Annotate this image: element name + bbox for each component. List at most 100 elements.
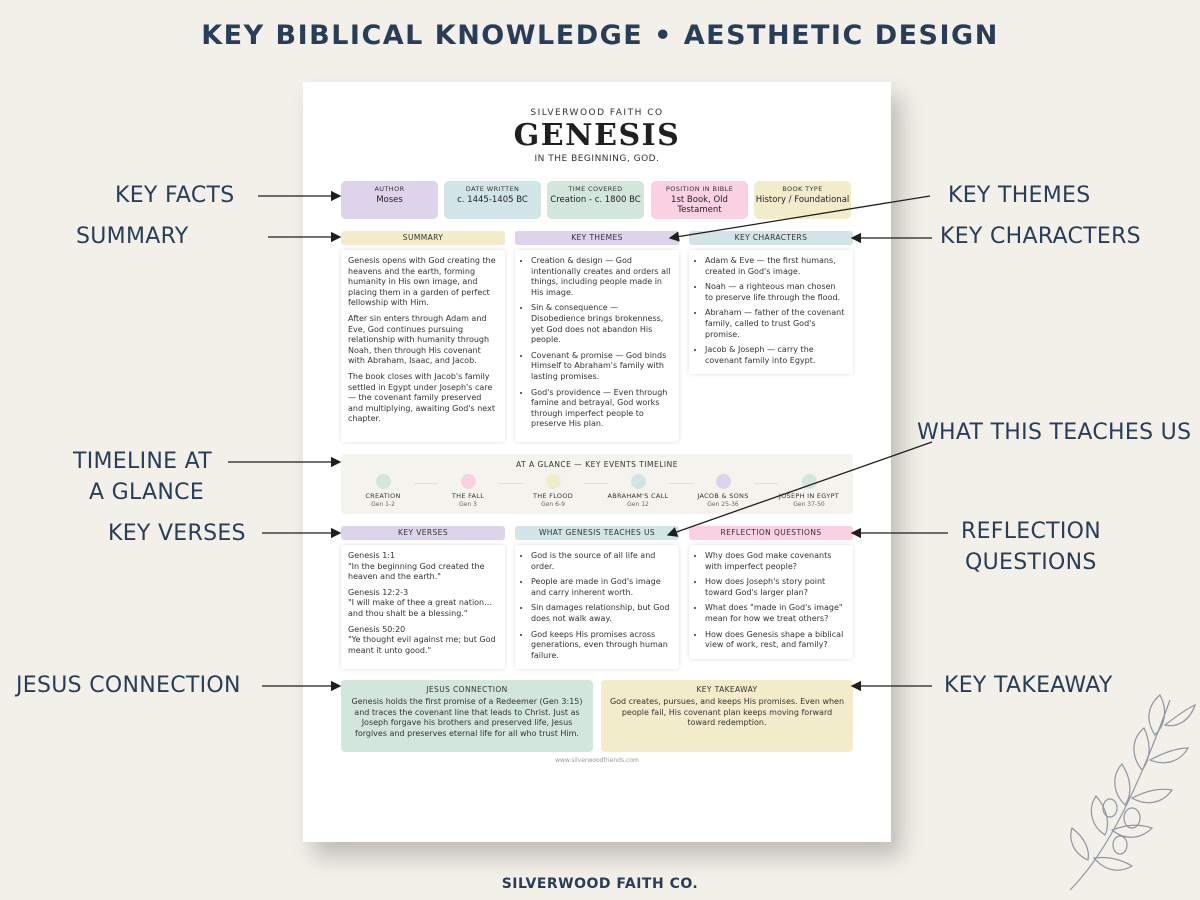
list-item: God keeps His promises across generation… — [531, 630, 672, 662]
callout-timeline-line1: TIMELINE AT — [73, 449, 212, 474]
callout-key-verses: KEY VERSES — [108, 521, 246, 546]
fact-value: c. 1445-1405 BC — [457, 195, 528, 205]
fact-value: Moses — [376, 195, 403, 205]
timeline-event: JACOB & SONS Gen 25-36 — [683, 474, 763, 508]
fact-label: POSITION IN BIBLE — [665, 185, 734, 193]
list-item: Creation & design — God intentionally cr… — [531, 256, 672, 298]
fact-book-type: BOOK TYPE History / Foundational — [754, 181, 851, 219]
timeline-event: THE FALL Gen 3 — [428, 474, 508, 508]
fact-date-written: DATE WRITTEN c. 1445-1405 BC — [444, 181, 541, 219]
summary-heading: SUMMARY — [341, 231, 505, 245]
fact-position: POSITION IN BIBLE 1st Book, Old Testamen… — [651, 181, 748, 219]
callout-what-teaches: WHAT THIS TEACHES US — [917, 420, 1192, 445]
verses-card: Genesis 1:1 "In the beginning God create… — [341, 545, 505, 669]
timeline-event: ABRAHAM'S CALL Gen 12 — [598, 474, 678, 508]
timeline: AT A GLANCE — KEY EVENTS TIMELINE CREATI… — [341, 454, 853, 514]
list-item: God is the source of all life and order. — [531, 551, 672, 572]
callout-key-facts: KEY FACTS — [115, 183, 235, 208]
list-item: Jacob & Joseph — carry the covenant fami… — [705, 345, 846, 366]
summary-paragraph: Genesis opens with God creating the heav… — [348, 256, 496, 308]
timeline-connector — [669, 483, 693, 484]
fact-value: Creation - c. 1800 BC — [550, 195, 641, 205]
timeline-event-ref: Gen 1-2 — [371, 501, 395, 508]
timeline-dot — [630, 474, 646, 489]
jesus-connection-heading: JESUS CONNECTION — [426, 685, 508, 694]
arrow-what-teaches — [666, 441, 933, 537]
callout-timeline-line2: A GLANCE — [89, 480, 205, 505]
teaches-heading: WHAT GENESIS TEACHES US — [515, 526, 679, 540]
timeline-event-label: ABRAHAM'S CALL — [607, 492, 669, 500]
teaches-list: God is the source of all life and order.… — [522, 551, 672, 661]
sheet-brand: SILVERWOOD FAITH CO — [530, 108, 664, 118]
list-item: How does Joseph's story point toward God… — [705, 577, 846, 598]
banner-title: KEY BIBLICAL KNOWLEDGE • AESTHETIC DESIG… — [201, 20, 999, 51]
callout-jesus-connection: JESUS CONNECTION — [16, 673, 241, 698]
timeline-event-label: THE FLOOD — [532, 492, 574, 500]
verse-ref: Genesis 12:2-3 — [348, 587, 409, 597]
list-item: How does Genesis shape a biblical view o… — [705, 630, 846, 651]
reflection-list: Why does God make covenants with imperfe… — [696, 551, 846, 651]
timeline-event-ref: Gen 25-36 — [707, 501, 739, 508]
list-item: Why does God make covenants with imperfe… — [705, 551, 846, 572]
sheet-title: GENESIS — [513, 118, 681, 153]
timeline-event: JOSEPH IN EGYPT Gen 37-50 — [769, 474, 849, 508]
key-takeaway-text: God creates, pursues, and keeps His prom… — [609, 697, 845, 727]
characters-list: Adam & Eve — the first humans, created i… — [696, 256, 846, 366]
teaches-card: God is the source of all life and order.… — [515, 545, 679, 669]
footer-brand: SILVERWOOD FAITH CO. — [501, 876, 699, 892]
verse-text: "I will make of thee a great nation… and… — [348, 598, 493, 618]
timeline-event: CREATION Gen 1-2 — [343, 474, 423, 508]
fact-label: AUTHOR — [374, 185, 405, 193]
reflection-card: Why does God make covenants with imperfe… — [689, 545, 853, 659]
list-item: Sin & consequence — Disobedience brings … — [531, 303, 672, 345]
list-item: Noah — a righteous man chosen to preserv… — [705, 282, 846, 303]
sheet-subtitle: IN THE BEGINNING, GOD. — [534, 154, 660, 164]
timeline-event-ref: Gen 6-9 — [541, 501, 565, 508]
olive-branch-icon — [1069, 694, 1196, 891]
verse-text: "In the beginning God created the heaven… — [348, 561, 485, 582]
summary-paragraph: The book closes with Jacob's family sett… — [348, 371, 495, 424]
timeline-dot — [375, 474, 391, 489]
characters-card: Adam & Eve — the first humans, created i… — [689, 250, 853, 374]
timeline-event: THE FLOOD Gen 6-9 — [513, 474, 593, 508]
key-takeaway-box: KEY TAKEAWAY God creates, pursues, and k… — [601, 680, 853, 752]
timeline-heading: AT A GLANCE — KEY EVENTS TIMELINE — [516, 460, 678, 469]
list-item: Sin damages relationship, but God does n… — [531, 603, 672, 624]
timeline-dot — [801, 474, 817, 489]
arrow-key-themes — [668, 195, 931, 242]
timeline-connector — [499, 483, 523, 484]
timeline-dot — [715, 474, 731, 489]
verse-ref: Genesis 1:1 — [348, 551, 396, 560]
timeline-connector — [754, 483, 778, 484]
summary-card: Genesis opens with God creating the heav… — [341, 250, 505, 442]
themes-heading: KEY THEMES — [515, 231, 679, 245]
timeline-event-label: JOSEPH IN EGYPT — [778, 492, 840, 500]
callout-reflection-line2: QUESTIONS — [965, 550, 1097, 575]
callout-reflection-line1: REFLECTION — [961, 519, 1102, 544]
timeline-connector — [584, 483, 608, 484]
callout-key-themes: KEY THEMES — [948, 183, 1091, 208]
characters-heading: KEY CHARACTERS — [689, 231, 853, 245]
list-item: What does "made in God's image" mean for… — [705, 603, 846, 624]
timeline-event-label: CREATION — [365, 492, 401, 500]
themes-list: Creation & design — God intentionally cr… — [522, 256, 672, 430]
timeline-event-ref: Gen 3 — [459, 501, 477, 508]
fact-value: 1st Book, Old Testament — [671, 195, 728, 215]
timeline-event-ref: Gen 37-50 — [793, 501, 825, 508]
fact-label: TIME COVERED — [568, 185, 623, 193]
callout-key-characters: KEY CHARACTERS — [940, 224, 1141, 249]
fact-label: BOOK TYPE — [782, 185, 823, 193]
genesis-sheet: SILVERWOOD FAITH CO GENESIS IN THE BEGIN… — [303, 82, 891, 842]
fact-label: DATE WRITTEN — [465, 185, 520, 193]
timeline-connector — [414, 483, 438, 484]
fact-author: AUTHOR Moses — [341, 181, 438, 219]
timeline-event-label: THE FALL — [451, 492, 485, 500]
key-takeaway-heading: KEY TAKEAWAY — [696, 685, 758, 694]
list-item: People are made in God's image and carry… — [531, 577, 672, 598]
callout-key-takeaway: KEY TAKEAWAY — [944, 673, 1113, 698]
verse-ref: Genesis 50:20 — [348, 624, 406, 634]
verses-heading: KEY VERSES — [341, 526, 505, 540]
list-item: Covenant & promise — God binds Himself t… — [531, 351, 672, 383]
reflection-heading: REFLECTION QUESTIONS — [689, 526, 853, 540]
